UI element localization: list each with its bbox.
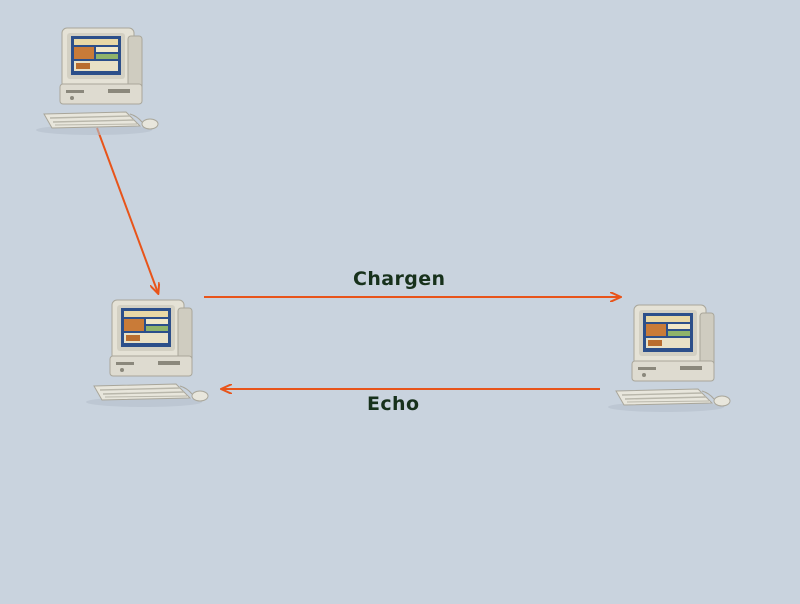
- computer-right-icon: [607, 304, 731, 413]
- chargen-label: Chargen: [353, 268, 446, 290]
- computer-middle-left-icon: [85, 299, 209, 408]
- arrow-top-to-middle: [96, 127, 158, 293]
- echo-label: Echo: [367, 393, 420, 415]
- computer-top-left-icon: [35, 27, 159, 136]
